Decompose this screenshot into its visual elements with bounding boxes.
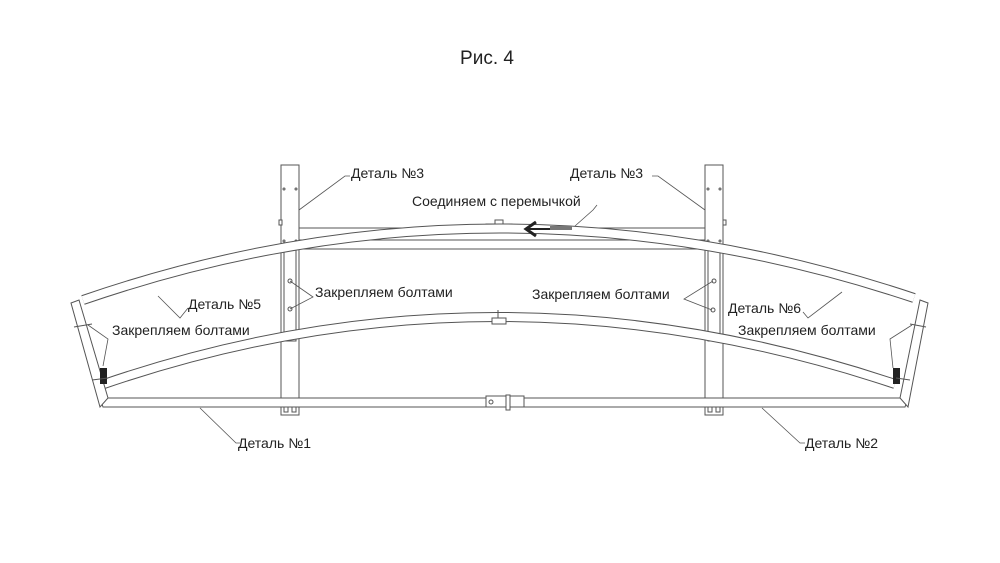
left-post (278, 164, 300, 416)
label-part1: Деталь №1 (238, 435, 311, 451)
leader-lines (87, 175, 913, 444)
label-bolts-center-left: Закрепляем болтами (315, 284, 453, 300)
right-post (704, 164, 727, 416)
left-end-panel (70, 299, 109, 409)
right-end-panel (893, 299, 929, 409)
label-bolts-center-right: Закрепляем болтами (532, 286, 670, 302)
label-bolts-right: Закрепляем болтами (738, 322, 876, 338)
label-connect-jumper: Соединяем с перемычкой (412, 193, 581, 209)
label-part6: Деталь №6 (728, 300, 801, 316)
bottom-bar (99, 394, 909, 411)
label-part2: Деталь №2 (805, 435, 878, 451)
label-part5: Деталь №5 (188, 296, 261, 312)
label-part3-left: Деталь №3 (351, 165, 424, 181)
label-bolts-left: Закрепляем болтами (112, 322, 250, 338)
label-part3-right: Деталь №3 (570, 165, 643, 181)
upper-arch (81, 223, 916, 305)
figure-title: Рис. 4 (460, 48, 514, 69)
jumper-arrow-icon (523, 220, 572, 238)
lower-arch (102, 310, 897, 389)
